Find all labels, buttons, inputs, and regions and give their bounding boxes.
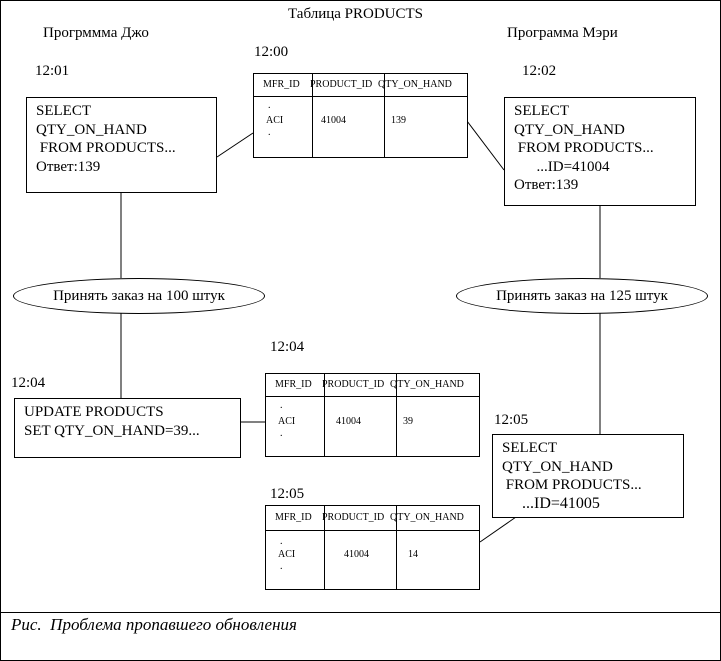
- cell-mfr-id: ACI: [278, 416, 296, 427]
- column-header-qty-on-hand: QTY_ON_HAND: [390, 512, 464, 523]
- products-table-1205: MFR_ID PRODUCT_ID QTY_ON_HAND . ACI . 41…: [265, 505, 480, 590]
- sql-line: UPDATE PRODUCTS: [24, 404, 164, 420]
- cell-mfr-id: ACI: [278, 549, 296, 560]
- time-label-table-3: 12:05: [270, 486, 305, 502]
- sql-line: FROM PRODUCTS...: [36, 140, 176, 156]
- column-divider: [396, 374, 397, 456]
- sql-line: ...ID=41005: [502, 494, 600, 512]
- sql-line: FROM PRODUCTS...: [502, 477, 642, 493]
- time-label-table-2: 12:04: [270, 339, 305, 355]
- sql-line: FROM PRODUCTS...: [514, 140, 654, 156]
- products-table-1200: MFR_ID PRODUCT_ID QTY_ON_HAND . ACI . 41…: [253, 73, 468, 158]
- column-divider: [324, 374, 325, 456]
- column-divider: [384, 74, 385, 157]
- sql-line: ...ID=41004: [514, 158, 610, 175]
- ellipsis-dot: .: [280, 536, 283, 547]
- joe-program-label: Прогрмммa Джо: [43, 25, 149, 41]
- products-table-1204: MFR_ID PRODUCT_ID QTY_ON_HAND . ACI . 41…: [265, 373, 480, 457]
- cell-product-id: 41004: [344, 549, 369, 560]
- table-header: [254, 74, 467, 97]
- ellipsis-dot: .: [268, 127, 271, 138]
- column-divider: [396, 506, 397, 589]
- cell-qty-on-hand: 39: [403, 416, 413, 427]
- sql-line: SELECT: [502, 440, 557, 456]
- column-header-mfr-id: MFR_ID: [275, 379, 312, 390]
- figure-caption: Рис. Проблема пропавшего обновления: [11, 615, 297, 634]
- sql-line: QTY_ON_HAND: [502, 458, 613, 475]
- mary-time-label-1: 12:02: [522, 63, 557, 79]
- cell-qty-on-hand: 14: [408, 549, 418, 560]
- ellipsis-dot: .: [280, 400, 283, 411]
- column-header-product-id: PRODUCT_ID: [322, 379, 385, 390]
- cell-product-id: 41004: [336, 416, 361, 427]
- sql-line: SELECT: [36, 103, 91, 119]
- cell-product-id: 41004: [321, 115, 346, 126]
- joe-action-ellipse: Принять заказ на 100 штук: [13, 278, 265, 314]
- mary-query2-to-table-line: [479, 516, 517, 543]
- column-header-mfr-id: MFR_ID: [263, 79, 300, 90]
- mary-select-box: SELECT QTY_ON_HAND FROM PRODUCTS... ...I…: [504, 97, 696, 206]
- column-header-mfr-id: MFR_ID: [275, 512, 312, 523]
- mary-action-ellipse: Принять заказ на 125 штук: [456, 278, 708, 314]
- cell-mfr-id: ACI: [266, 115, 284, 126]
- joe-update-box: UPDATE PRODUCTS SET QTY_ON_HAND=39...: [14, 398, 241, 458]
- table-header: [266, 374, 479, 397]
- mary-time-label-2: 12:05: [494, 412, 529, 428]
- cell-qty-on-hand: 139: [391, 115, 406, 126]
- diagram-title: Таблица PRODUCTS: [288, 6, 424, 22]
- time-label-table-1: 12:00: [254, 44, 289, 60]
- column-divider: [324, 506, 325, 589]
- mary-select-box-2: SELECT QTY_ON_HAND FROM PRODUCTS... ...I…: [492, 434, 684, 518]
- sql-line: QTY_ON_HAND: [36, 121, 147, 138]
- mary-action-label: Принять заказ на 125 штук: [496, 287, 668, 304]
- answer-line: Ответ:139: [514, 177, 579, 193]
- joe-query-to-table-line: [216, 132, 254, 158]
- column-header-qty-on-hand: QTY_ON_HAND: [378, 79, 452, 90]
- column-header-product-id: PRODUCT_ID: [322, 512, 385, 523]
- mary-query-to-table-line: [466, 120, 505, 171]
- caption-divider: [0, 612, 721, 613]
- joe-time-label-2: 12:04: [11, 375, 46, 391]
- answer-line: Ответ:139: [36, 158, 101, 175]
- ellipsis-dot: .: [280, 428, 283, 439]
- joe-action-label: Принять заказ на 100 штук: [53, 287, 225, 304]
- column-divider: [312, 74, 313, 157]
- ellipsis-dot: .: [280, 561, 283, 572]
- joe-time-label-1: 12:01: [35, 63, 70, 79]
- sql-line: QTY_ON_HAND: [514, 121, 625, 138]
- sql-line: SELECT: [514, 103, 569, 119]
- mary-program-label: Программа Мэри: [507, 25, 618, 41]
- ellipsis-dot: .: [268, 100, 271, 111]
- column-header-qty-on-hand: QTY_ON_HAND: [390, 379, 464, 390]
- sql-line: SET QTY_ON_HAND=39...: [24, 422, 200, 439]
- column-header-product-id: PRODUCT_ID: [310, 79, 373, 90]
- table-header: [266, 506, 479, 531]
- joe-select-box: SELECT QTY_ON_HAND FROM PRODUCTS... Отве…: [26, 97, 217, 193]
